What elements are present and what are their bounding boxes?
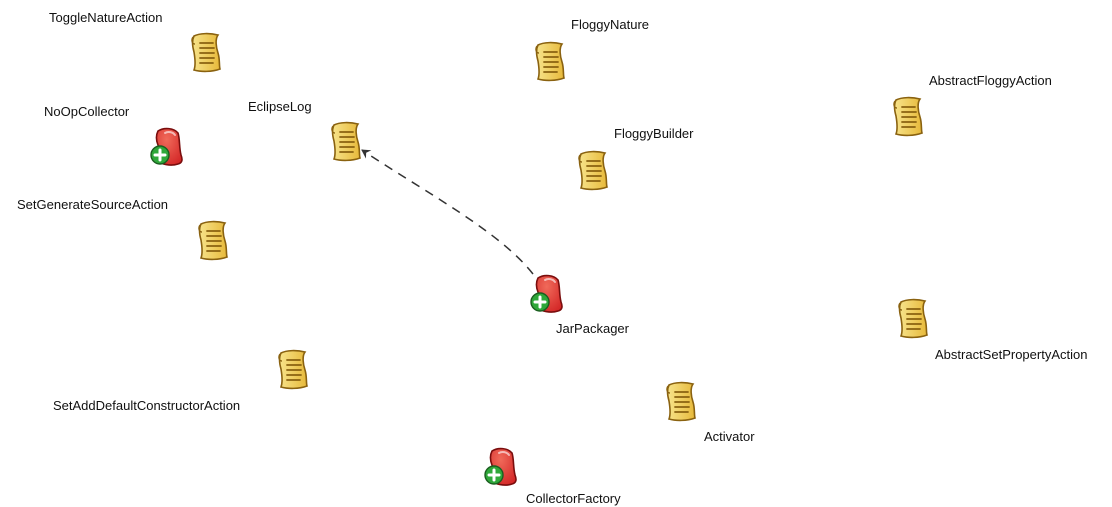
document-icon[interactable] xyxy=(573,149,613,191)
node-label-set-add-default-constructor-action[interactable]: SetAddDefaultConstructorAction xyxy=(53,398,241,413)
plugin-add-icon[interactable] xyxy=(482,445,522,487)
plugin-add-icon[interactable] xyxy=(148,125,188,167)
document-icon[interactable] xyxy=(193,219,233,261)
document-icon[interactable] xyxy=(661,380,701,422)
dependency-edge xyxy=(361,149,534,275)
node-label-noop-collector[interactable]: NoOpCollector xyxy=(44,104,130,119)
document-icon[interactable] xyxy=(273,348,313,390)
node-label-toggle-nature-action[interactable]: ToggleNatureAction xyxy=(49,10,163,25)
node-label-abstract-set-property-action[interactable]: AbstractSetPropertyAction xyxy=(935,347,1088,362)
document-icon[interactable] xyxy=(326,120,366,162)
node-label-set-generate-source-action[interactable]: SetGenerateSourceAction xyxy=(17,197,169,212)
node-label-jar-packager[interactable]: JarPackager xyxy=(556,321,629,336)
document-icon[interactable] xyxy=(530,40,570,82)
plugin-add-icon[interactable] xyxy=(528,272,568,314)
node-label-collector-factory[interactable]: CollectorFactory xyxy=(526,491,621,506)
node-label-eclipse-log[interactable]: EclipseLog xyxy=(248,99,312,114)
node-label-abstract-floggy-action[interactable]: AbstractFloggyAction xyxy=(929,73,1052,88)
document-icon[interactable] xyxy=(893,297,933,339)
node-label-activator[interactable]: Activator xyxy=(704,429,755,444)
node-label-floggy-builder[interactable]: FloggyBuilder xyxy=(614,126,694,141)
node-label-floggy-nature[interactable]: FloggyNature xyxy=(571,17,650,32)
document-icon[interactable] xyxy=(186,31,226,73)
document-icon[interactable] xyxy=(888,95,928,137)
